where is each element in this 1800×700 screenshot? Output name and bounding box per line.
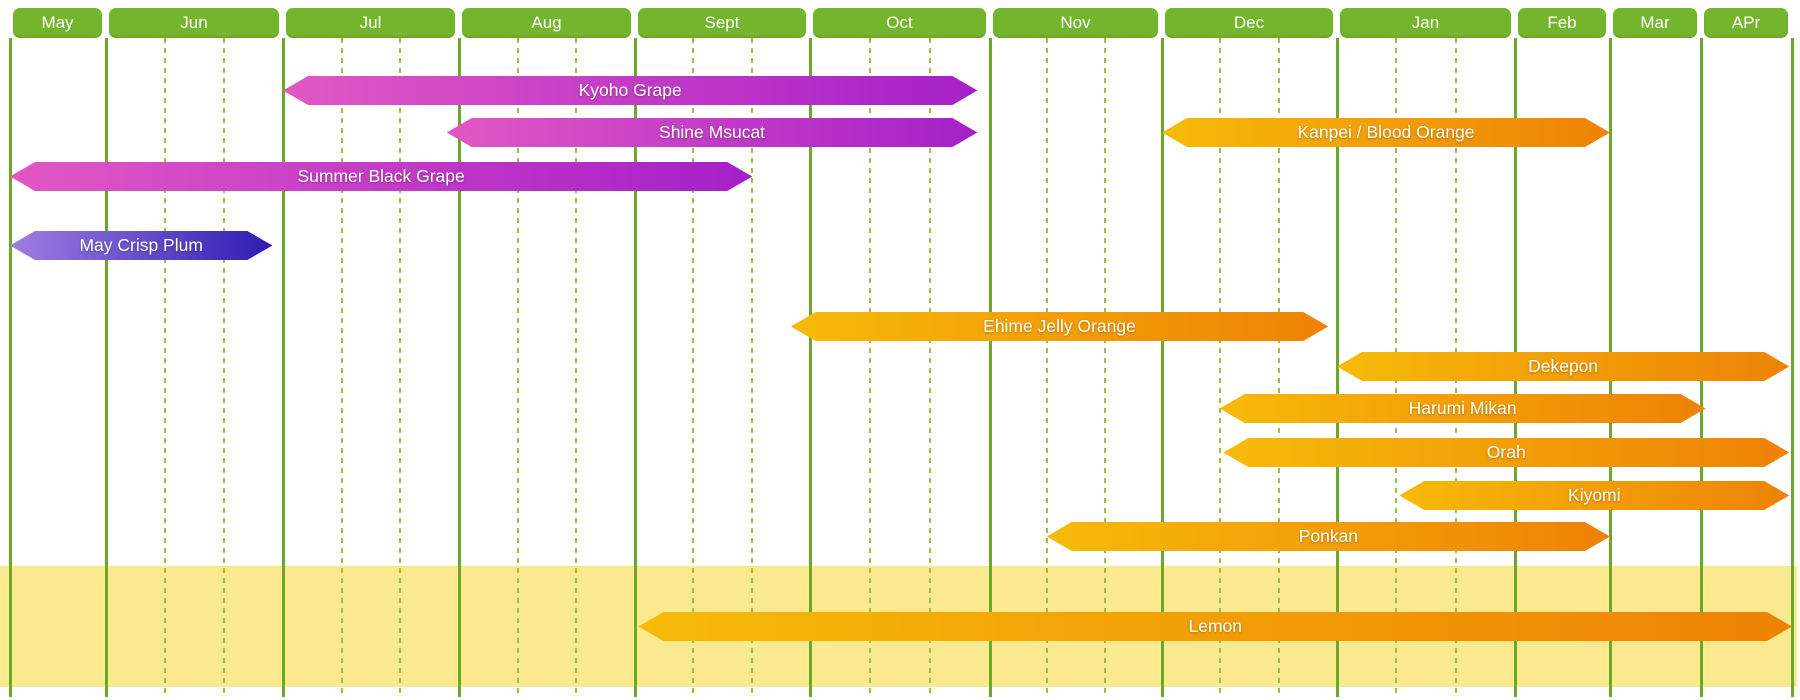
season-bar-kyoho-grape: Kyoho Grape [283, 76, 978, 105]
season-bar-label: Lemon [1188, 616, 1242, 636]
month-gridline [457, 38, 461, 697]
third-gridline [1046, 38, 1049, 697]
third-gridline [340, 38, 343, 697]
third-gridline [516, 38, 519, 697]
season-bar-orah: Orah [1223, 438, 1790, 467]
season-bar-label: Summer Black Grape [297, 166, 465, 186]
third-gridline [1219, 38, 1222, 697]
season-bar-ehime-jelly-orange: Ehime Jelly Orange [790, 312, 1329, 341]
season-bar-summer-black-grape: Summer Black Grape [10, 162, 753, 191]
third-gridline [223, 38, 225, 697]
month-gridline [8, 38, 12, 697]
month-gridline [281, 38, 285, 697]
third-gridline [1277, 38, 1280, 697]
season-bar-kiyomi: Kiyomi [1399, 481, 1790, 510]
season-bar-label: Kiyomi [1568, 485, 1621, 505]
season-bar-dekepon: Dekepon [1337, 352, 1790, 381]
season-bar-kanpei-blood-orange: Kanpei / Blood Orange [1162, 118, 1610, 147]
month-header-apr: APr [1704, 8, 1788, 38]
third-gridline [399, 38, 402, 697]
month-header-feb: Feb [1518, 8, 1606, 38]
season-bar-label: Dekepon [1528, 356, 1599, 376]
month-header-dec: Dec [1165, 8, 1333, 38]
season-bar-may-crisp-plum: May Crisp Plum [10, 231, 273, 260]
month-gridline [1335, 38, 1339, 697]
season-bar-shine-msucat: Shine Msucat [446, 118, 978, 147]
season-bar-label: Ponkan [1298, 526, 1359, 546]
month-header-aug: Aug [462, 8, 631, 38]
month-header-jul: Jul [286, 8, 455, 38]
season-bar-label: Shine Msucat [659, 122, 766, 142]
season-bar-harumi-mikan: Harumi Mikan [1219, 394, 1706, 423]
month-header-jan: Jan [1340, 8, 1511, 38]
third-gridline [1103, 38, 1106, 697]
month-gridline [988, 38, 992, 697]
month-gridline [104, 38, 108, 697]
month-header-sept: Sept [638, 8, 806, 38]
month-header-jun: Jun [109, 8, 279, 38]
month-header-mar: Mar [1613, 8, 1697, 38]
month-header-may: May [13, 8, 102, 38]
third-gridline [929, 38, 931, 697]
season-bar-label: Kyoho Grape [578, 80, 682, 100]
season-bar-ponkan: Ponkan [1046, 522, 1610, 551]
season-bar-label: Harumi Mikan [1408, 398, 1517, 418]
third-gridline [750, 38, 753, 697]
month-gridline [633, 38, 637, 697]
season-bar-label: Ehime Jelly Orange [983, 316, 1136, 336]
month-gridline [1790, 38, 1794, 697]
month-header-oct: Oct [813, 8, 986, 38]
season-bar-label: May Crisp Plum [79, 235, 203, 255]
third-gridline [164, 38, 166, 697]
month-gridline [808, 38, 812, 697]
month-header-nov: Nov [993, 8, 1158, 38]
season-bar-label: Kanpei / Blood Orange [1297, 122, 1475, 142]
third-gridline [869, 38, 871, 697]
season-bar-label: Orah [1486, 442, 1526, 462]
season-bar-lemon: Lemon [638, 612, 1792, 641]
third-gridline [692, 38, 695, 697]
month-gridline [1160, 38, 1164, 697]
third-gridline [575, 38, 578, 697]
